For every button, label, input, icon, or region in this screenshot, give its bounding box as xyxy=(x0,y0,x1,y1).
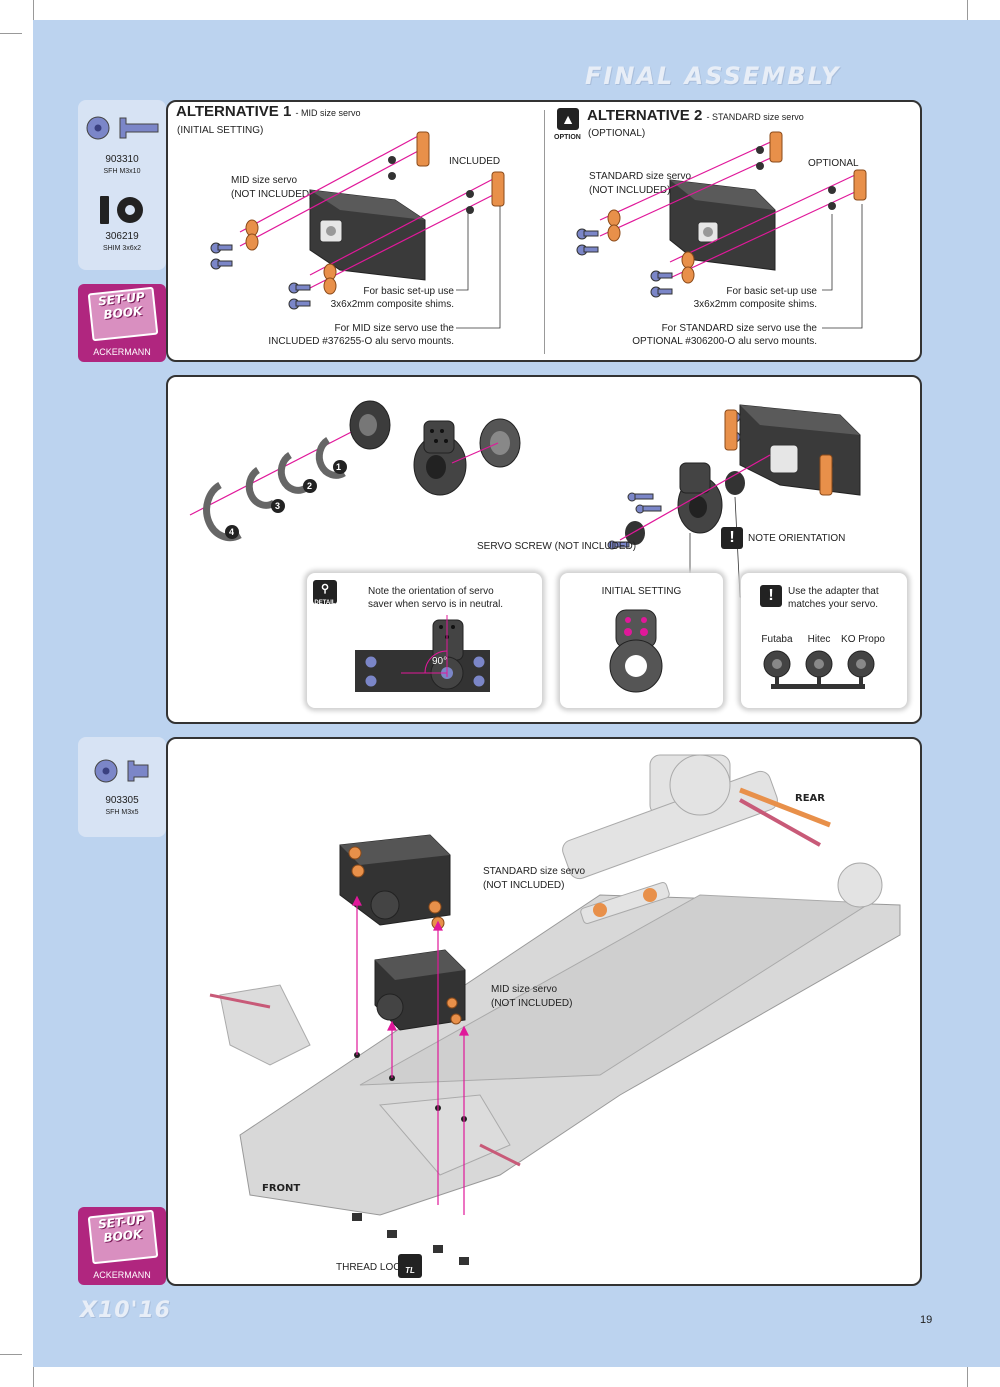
thumbs-up-icon: ▲ xyxy=(557,108,579,130)
part-number: 903305 xyxy=(105,795,139,806)
standard-servo-label: STANDARD size servo xyxy=(483,866,586,877)
tl-badge: TL xyxy=(405,1266,415,1275)
alt2-servo-label: STANDARD size servo xyxy=(589,171,692,182)
alt1-mounts-note: For MID size servo use the xyxy=(334,323,454,334)
chassis-illustration xyxy=(209,754,901,1265)
alt1-shims-note: For basic set-up use xyxy=(363,286,454,297)
thread-lock-icon: TL xyxy=(398,1254,422,1278)
adapter-note: Use the adapter that xyxy=(788,586,879,597)
option-badge: OPTION xyxy=(554,134,581,141)
mid-servo-label: MID size servo xyxy=(491,984,558,995)
alt1-title-text: ALTERNATIVE 1 xyxy=(176,103,292,120)
initial-setting-label: INITIAL SETTING xyxy=(601,586,682,597)
angle-label: 90° xyxy=(432,656,448,667)
part-description: SFH M3x5 xyxy=(105,809,139,816)
screw xyxy=(210,242,311,310)
detail-note: Note the orientation of servo xyxy=(368,586,494,597)
alt2-servo-illustration xyxy=(576,131,867,329)
crop-mark xyxy=(33,0,34,22)
front-label: FRONT xyxy=(262,1183,301,1194)
adapter-label-futaba: Futaba xyxy=(761,634,793,645)
alt2-mounts-note: For STANDARD size servo use the xyxy=(661,323,817,334)
alt1-shims-note: 3x6x2mm composite shims. xyxy=(330,299,454,310)
crop-mark xyxy=(0,33,22,34)
alt1-title-suffix: - MID size servo xyxy=(295,108,361,118)
alt1-servo-illustration xyxy=(210,131,505,329)
step-2: 2 xyxy=(307,481,313,491)
shim-icon xyxy=(100,196,143,224)
crop-mark xyxy=(0,1354,22,1355)
adapters-illustration xyxy=(763,650,875,689)
initial-setting-illustration xyxy=(609,609,663,693)
adapter-note: matches your servo. xyxy=(788,599,879,610)
alt2-title: ALTERNATIVE 2 - STANDARD size servo xyxy=(587,107,804,124)
alt1-title: ALTERNATIVE 1 - MID size servo xyxy=(176,103,361,120)
note-orientation-label: NOTE ORIENTATION xyxy=(748,533,846,544)
crop-mark xyxy=(33,1365,34,1387)
alt1-included-label: INCLUDED xyxy=(449,156,501,167)
adapter-label-hitec: Hitec xyxy=(807,634,831,645)
setup-book-label: ACKERMANN xyxy=(93,1270,151,1280)
parts-card-top: 903310 SFH M3x10 306219 SHIM 3x6x2 xyxy=(78,100,166,270)
warning-icon: ! xyxy=(760,585,782,607)
setup-book-label: ACKERMANN xyxy=(93,347,151,357)
alt1-servo-label: (NOT INCLUDED) xyxy=(231,189,313,200)
part-description: SFH M3x10 xyxy=(103,168,141,175)
step-4: 4 xyxy=(229,527,235,537)
step-3: 3 xyxy=(275,501,281,511)
product-logo: X10'16 xyxy=(80,1298,171,1323)
setup-book-badge: SET-UP BOOK ACKERMANN xyxy=(78,1207,166,1285)
thread-lock-label: THREAD LOCK xyxy=(336,1262,408,1273)
alt2-shims-note: For basic set-up use xyxy=(726,286,817,297)
detail-note: saver when servo is in neutral. xyxy=(368,599,504,610)
alt2-shims-note: 3x6x2mm composite shims. xyxy=(693,299,817,310)
crop-mark xyxy=(967,0,968,22)
adapter-label-ko-propo: KO Propo xyxy=(841,634,885,645)
parts-card-bottom: 903305 SFH M3x5 xyxy=(78,737,166,837)
screw-icon xyxy=(86,116,159,140)
setup-book-badge: SET-UP BOOK ACKERMANN xyxy=(78,284,166,362)
divider xyxy=(544,110,545,354)
part-number: 903310 xyxy=(105,154,139,165)
warning-icon: ! xyxy=(721,527,743,549)
rear-label: REAR xyxy=(795,793,825,804)
page-number: 19 xyxy=(920,1314,933,1326)
mid-servo-label: (NOT INCLUDED) xyxy=(491,998,573,1009)
magnifier-icon: ⚲ xyxy=(313,580,337,604)
alt2-optional-label: OPTIONAL xyxy=(808,158,859,169)
neutral-orientation-illustration xyxy=(355,615,490,692)
alt2-servo-label: (NOT INCLUDED) xyxy=(589,185,671,196)
alt2-subtitle: (OPTIONAL) xyxy=(588,128,646,139)
alt1-servo-label: MID size servo xyxy=(231,175,298,186)
servo-saver-illustration xyxy=(189,400,861,598)
standard-servo-label: (NOT INCLUDED) xyxy=(483,880,565,891)
book-icon: SET-UP BOOK xyxy=(87,286,159,342)
step-1: 1 xyxy=(336,462,342,472)
alt1-mounts-note: INCLUDED #376255-O alu servo mounts. xyxy=(268,336,454,347)
servo-screw-label: SERVO SCREW (NOT INCLUDED) xyxy=(477,541,637,552)
book-icon: SET-UP BOOK xyxy=(87,1209,159,1265)
alt2-title-suffix: - STANDARD size servo xyxy=(706,112,804,122)
alt1-subtitle: (INITIAL SETTING) xyxy=(177,125,264,136)
alt2-title-text: ALTERNATIVE 2 xyxy=(587,107,703,124)
page-title: FINAL ASSEMBLY xyxy=(585,62,841,90)
part-number: 306219 xyxy=(105,231,139,242)
detail-badge: DETAIL xyxy=(314,600,336,606)
screw-icon xyxy=(94,759,149,783)
crop-mark xyxy=(967,1365,968,1387)
alt2-mounts-note: OPTIONAL #306200-O alu servo mounts. xyxy=(632,336,817,347)
part-description: SHIM 3x6x2 xyxy=(102,245,142,252)
